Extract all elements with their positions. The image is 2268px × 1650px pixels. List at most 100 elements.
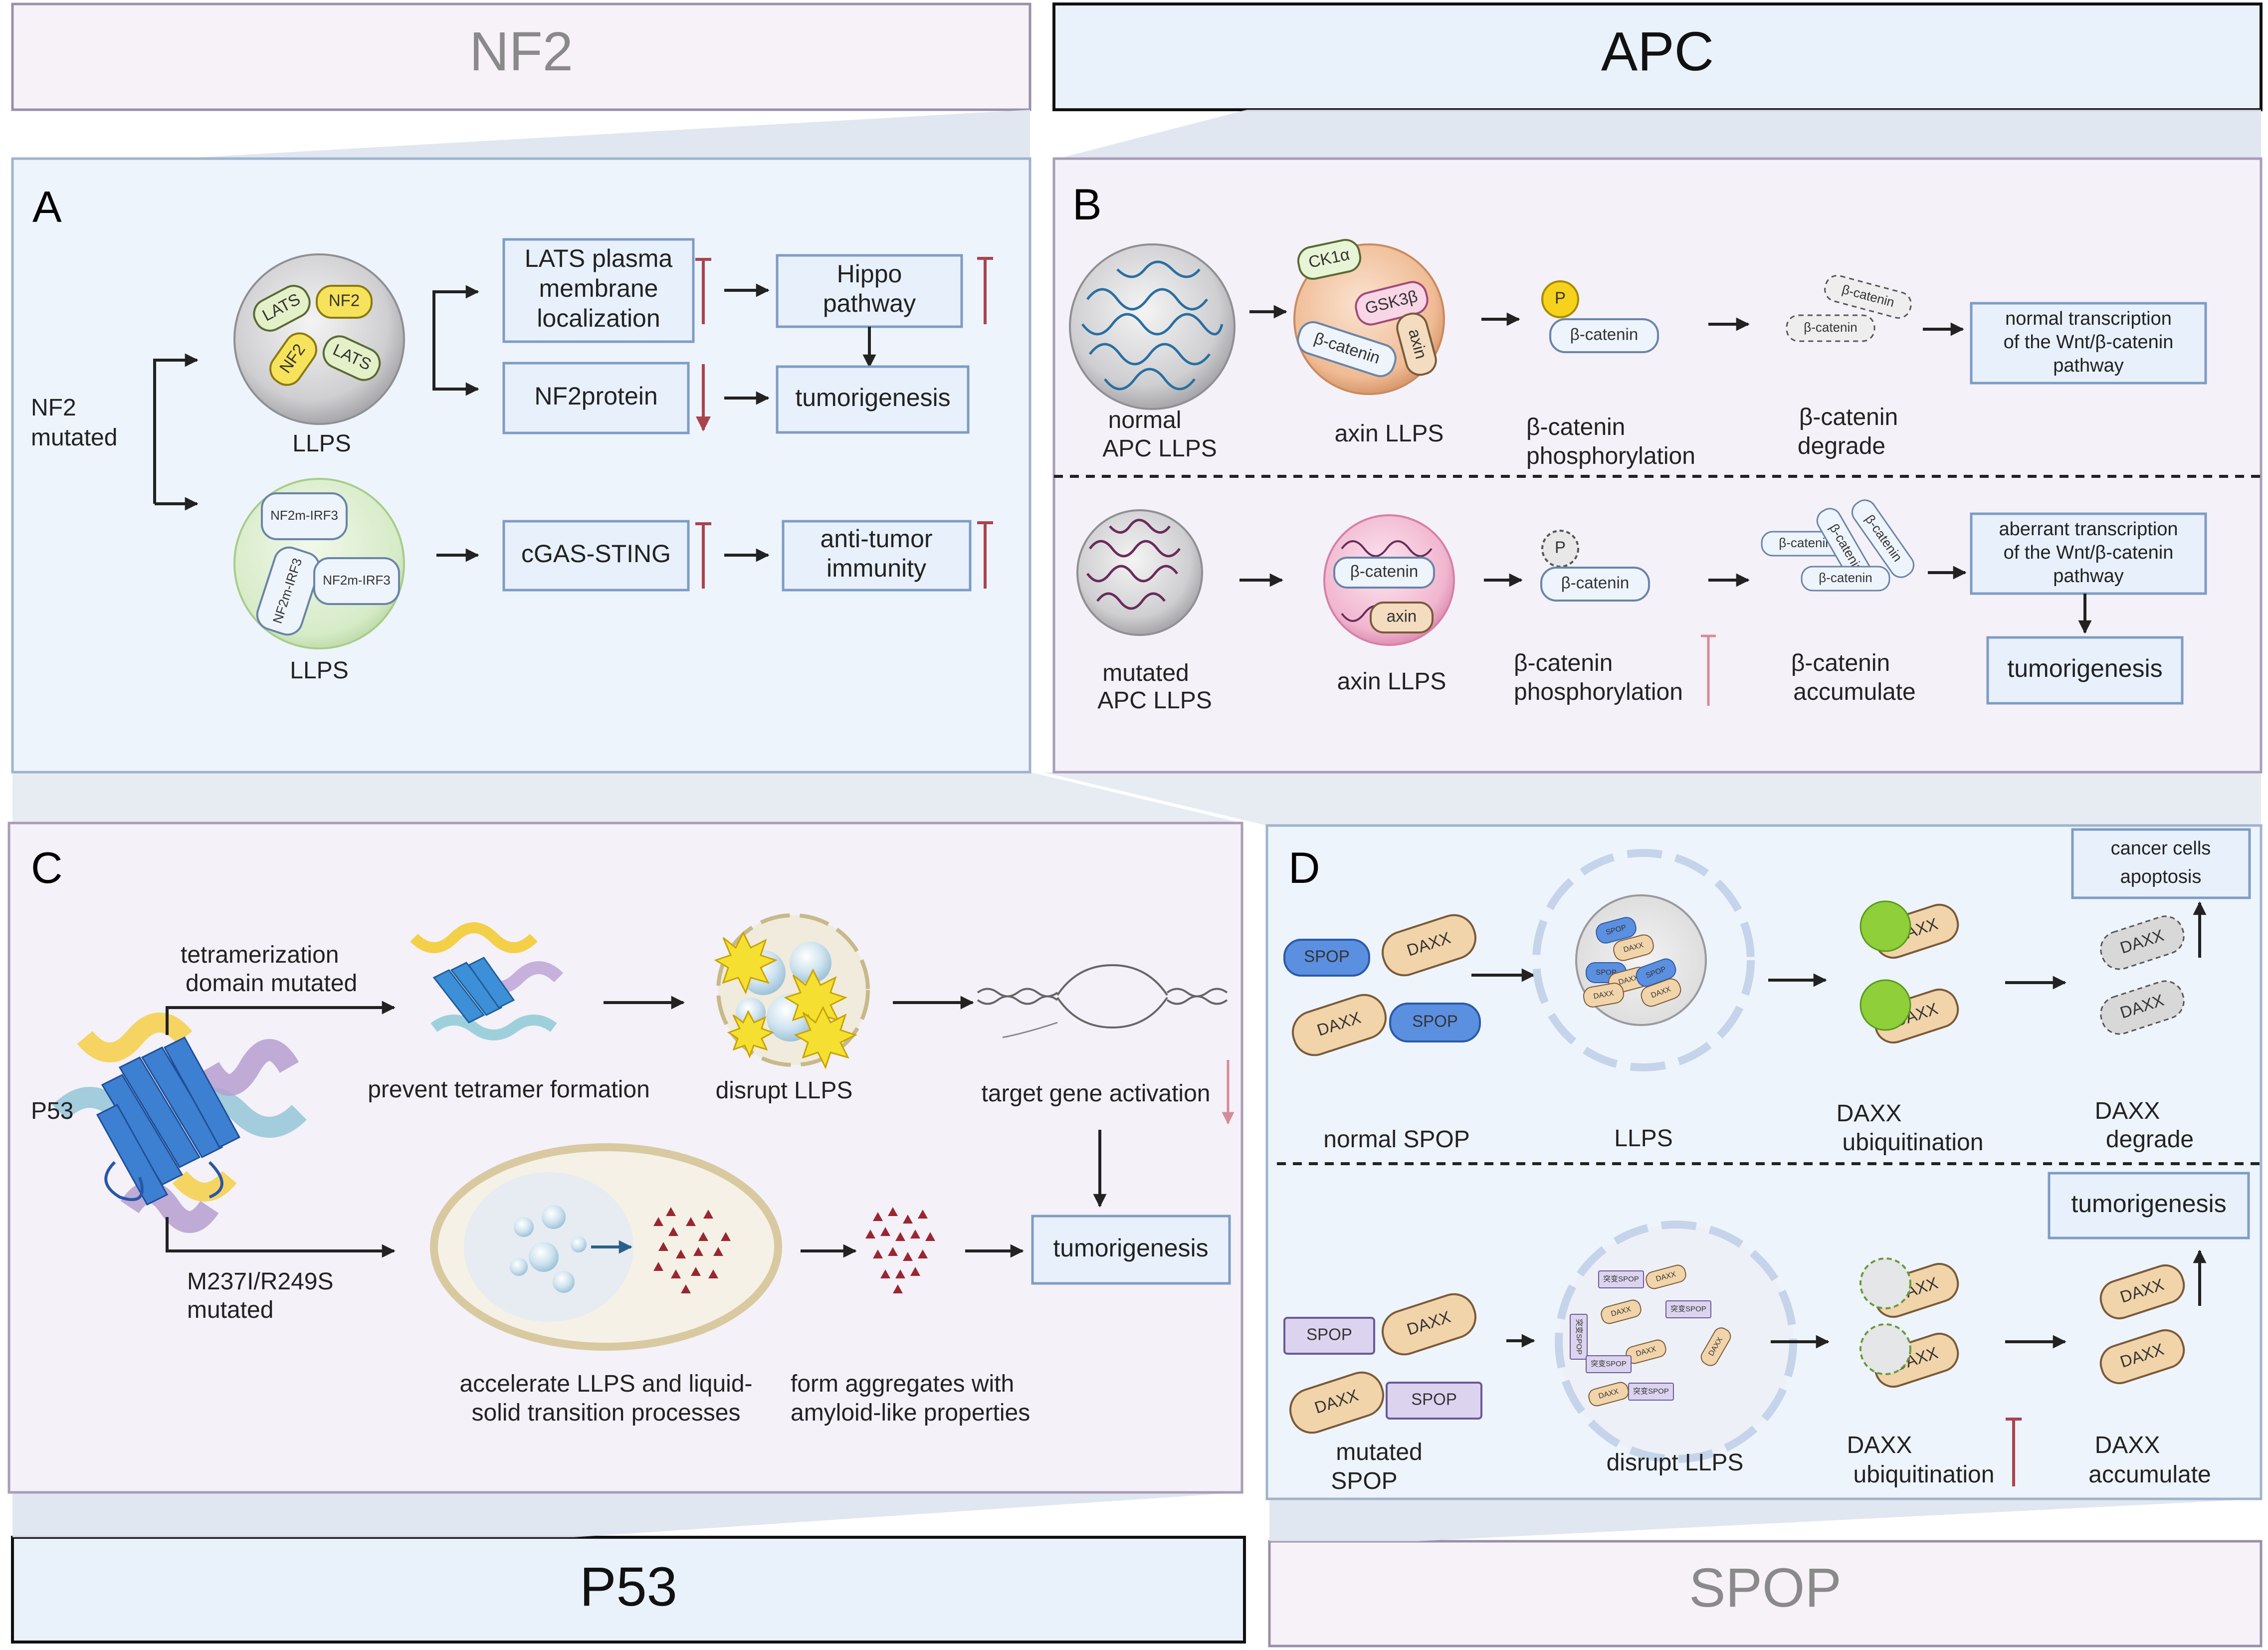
svg-text:Hippo: Hippo [837,260,902,288]
apc-spop-connector [1030,772,2261,825]
dis-pill-4: 突变SPOP [1575,1319,1583,1355]
p53-protein-structure [52,1013,307,1233]
llps-liquid-solid-cell [430,1143,782,1351]
normal-apc-label-1: normal [1108,407,1182,433]
nf2-title: NF2 [469,21,573,82]
arrow-p53-upper [166,1001,396,1035]
lower-branch-label-1: M237I/R249S [187,1268,334,1295]
target-gene-label: target gene activation [982,1080,1211,1107]
upper-branch-label-1: tetramerization [181,942,339,968]
llps-daxx-3: DAXX [1593,989,1614,1001]
panel-a-letter: A [32,182,62,231]
svg-text:apoptosis: apoptosis [2120,866,2202,887]
svg-text:immunity: immunity [826,554,926,582]
ubi-label-m2: ubiquitination [1854,1461,1995,1488]
mspop-pill-2: SPOP [1411,1390,1457,1409]
box-apoptosis: cancer cells apoptosis [2071,828,2251,899]
nf2-title-banner: NF2 [11,2,1031,111]
mutated-spop-label-2: SPOP [1331,1468,1397,1494]
svg-text:localization: localization [537,304,660,332]
llps-droplet-bottom: NF2m-IRF3 NF2m-IRF3 NF2m-IRF3 [233,478,405,649]
phos-label-mut-2: phosphorylation [1514,679,1683,705]
dis-pill-3: 突变SPOP [1670,1305,1706,1313]
upper-branch-label-2: domain mutated [186,970,357,997]
box-aberrant-transcription: aberrant transcription of the Wnt/β-cate… [1970,512,2207,595]
ubi-label-n2: ubiquitination [1843,1129,1984,1156]
disrupted-llps-droplet [714,913,870,1069]
deg-label-2: degrade [2106,1126,2194,1153]
box-nf2protein: NF2protein [502,362,690,434]
nf2-input-line1: NF2 [31,395,76,421]
llps-spop-2: SPOP [1596,968,1617,977]
inhibit-ubi [2006,1418,2022,1486]
phospho-bcat-normal: P β-catenin [1541,280,1659,353]
svg-text:normal transcription: normal transcription [2005,308,2172,329]
phospho-bcat-mutated: P β-catenin [1540,530,1650,602]
pill-nf2-1: NF2 [329,291,360,310]
accelerate-label-2: solid transition processes [472,1400,741,1426]
accelerate-label-1: accelerate LLPS and liquid- [459,1371,752,1397]
panel-b: B normal APC LLPS CK1α GSK3β β-catenin a… [1052,157,2263,774]
spop-pill-n2: SPOP [1412,1012,1458,1031]
box-normal-transcription: normal transcription of the Wnt/β-cateni… [1970,302,2207,385]
phos-label-normal-2: phosphorylation [1526,443,1695,469]
arrow-p53-lower [166,1217,396,1258]
spop-title-banner: SPOP [1268,1540,2263,1648]
svg-text:membrane: membrane [539,274,658,302]
svg-text:tumorigenesis: tumorigenesis [2007,654,2162,682]
box-cgas-sting: cGAS-STING [502,520,690,592]
phos-label-normal-1: β-catenin [1526,414,1625,440]
mutant-tetramer-structure [410,922,564,1040]
mutated-spop-label-1: mutated [1336,1439,1422,1465]
panel-c: C P53 tetramerization domain mutated M23… [7,822,1243,1494]
svg-text:tumorigenesis: tumorigenesis [795,384,950,412]
degrade-pills: β-catenin β-catenin [1786,275,1912,342]
dna-activation-icon [977,964,1228,1038]
mutated-apc-droplet [1076,509,1203,636]
acc-daxx-label-1: DAXX [2095,1432,2160,1458]
disrupt-llps-label: disrupt LLPS [716,1077,853,1104]
svg-text:LATS plasma: LATS plasma [525,244,673,272]
arrow-to-nf2protein [432,382,479,396]
inhibit-cgas [695,522,711,589]
acc-pill-1: β-catenin [1779,535,1832,550]
pill-bcat-axin-mut: β-catenin [1350,562,1418,581]
inhibit-phos [1701,634,1716,706]
pill-nf2m-irf3-3: NF2m-IRF3 [323,573,391,588]
acc-pill-4: β-catenin [1819,570,1872,585]
box-tumorigenesis-d: tumorigenesis [2048,1172,2250,1239]
svg-text:aberrant transcription: aberrant transcription [1999,519,2178,540]
svg-text:NF2protein: NF2protein [534,382,657,410]
mutated-apc-label-1: mutated [1102,660,1189,686]
normal-spop-pills: SPOP DAXX DAXX SPOP [1283,914,1481,1056]
apc-title-banner: APC [1052,2,2263,111]
nf2-connector [12,110,1030,160]
spop-connector [1269,1499,2261,1541]
nf2-arrow-up [153,353,199,504]
p53-title-banner: P53 [11,1536,1246,1644]
acc-daxx-label-2: accumulate [2088,1461,2211,1488]
llps-droplet-top: LATS NF2 NF2 LATS [233,253,405,425]
svg-text:cGAS-STING: cGAS-STING [521,540,671,568]
apc-connector [1054,110,2261,160]
prevent-tetramer-label: prevent tetramer formation [368,1076,650,1103]
deg-label-1: DAXX [2095,1098,2160,1124]
box-tumorigenesis-a: tumorigenesis [776,365,970,434]
axin-llps-label-normal: axin LLPS [1335,420,1444,447]
box-lats-localization: LATS plasma membrane localization [502,238,695,343]
ubi-label-m1: DAXX [1847,1432,1912,1458]
normal-apc-droplet [1069,243,1236,410]
apc-title: APC [1601,21,1714,82]
disrupt-llps-label-d: disrupt LLPS [1607,1449,1744,1476]
degrade-label-2: degrade [1798,433,1885,459]
svg-text:tumorigenesis: tumorigenesis [1053,1234,1208,1262]
svg-text:anti-tumor: anti-tumor [820,525,932,553]
daxx-ubiquitination-normal: DAXX DAXX [1859,900,1959,1044]
daxx-degrade: DAXX DAXX [2100,915,2185,1035]
svg-text:pathway: pathway [823,289,916,317]
dis-pill-6: 突变SPOP [1591,1360,1627,1368]
acc-label-2: accumulate [1793,679,1915,705]
llps-label-top: LLPS [292,430,351,457]
acc-label-1: β-catenin [1791,650,1890,676]
